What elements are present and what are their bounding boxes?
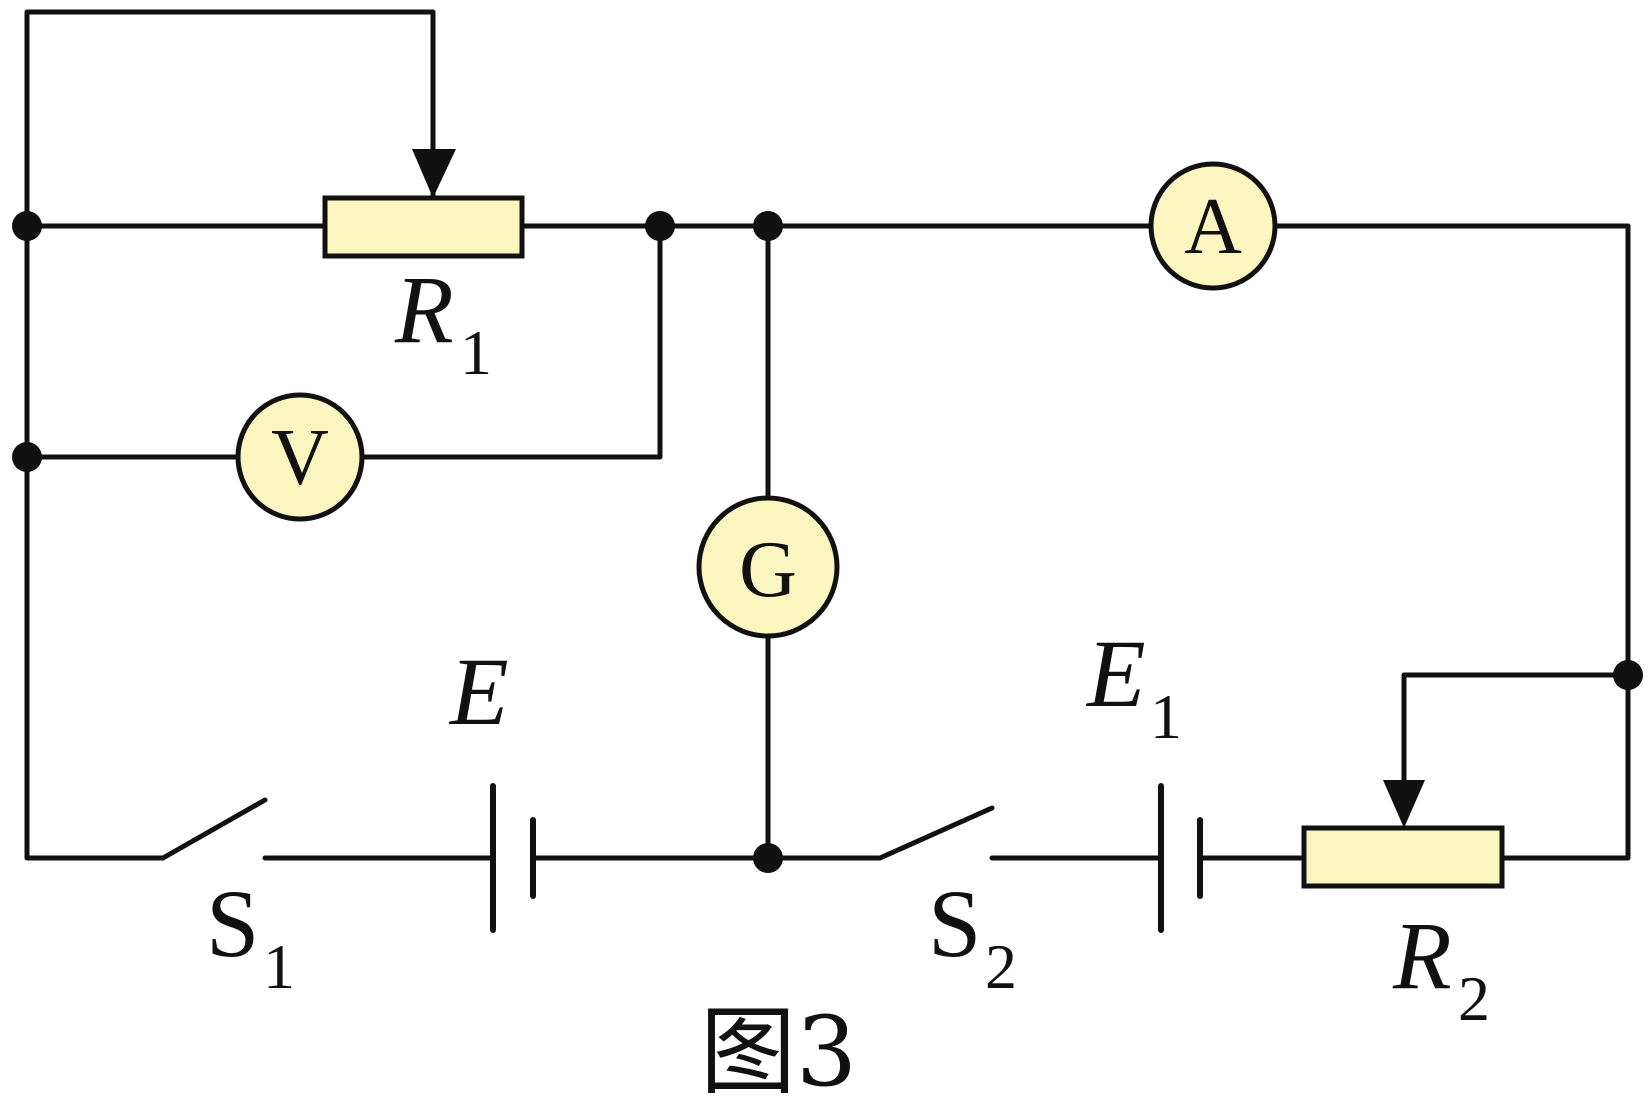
switch-s2	[877, 805, 995, 861]
label-r2: R	[1392, 902, 1452, 1009]
junction-node	[645, 211, 675, 241]
label-e: E	[448, 638, 509, 745]
label-r1: R	[394, 256, 454, 363]
junction-node	[12, 442, 42, 472]
switch-s1	[160, 797, 268, 861]
label-e1: E	[1085, 620, 1146, 727]
galvanometer-symbol: G	[739, 526, 797, 614]
wire-right	[1499, 223, 1631, 861]
ammeter	[1148, 161, 1278, 291]
label-r2-sub: 2	[1458, 963, 1490, 1034]
label-e1-sub: 1	[1150, 681, 1182, 752]
junction-node	[12, 211, 42, 241]
resistor-r1	[322, 195, 525, 259]
figure-caption: 图3	[700, 996, 857, 1100]
ammeter-symbol: A	[1184, 183, 1242, 271]
wire-left-top-loop	[24, 9, 436, 861]
voltmeter	[235, 392, 365, 522]
junction-node	[753, 211, 783, 241]
label-s1: S	[206, 870, 259, 977]
label-r1-sub: 1	[460, 317, 492, 388]
label-s2-sub: 2	[985, 931, 1017, 1002]
resistor-r2	[1301, 825, 1505, 889]
r2-slider-arrowhead	[1383, 780, 1425, 828]
wire-r2-slider	[1401, 672, 1631, 803]
r1-slider-arrowhead	[412, 149, 456, 198]
galvanometer	[696, 495, 840, 639]
label-s1-sub: 1	[263, 931, 295, 1002]
label-s2: S	[928, 870, 981, 977]
wire-voltmeter-right	[358, 223, 663, 460]
voltmeter-symbol: V	[271, 414, 329, 502]
junction-node	[1613, 660, 1643, 690]
junction-node	[753, 843, 783, 873]
